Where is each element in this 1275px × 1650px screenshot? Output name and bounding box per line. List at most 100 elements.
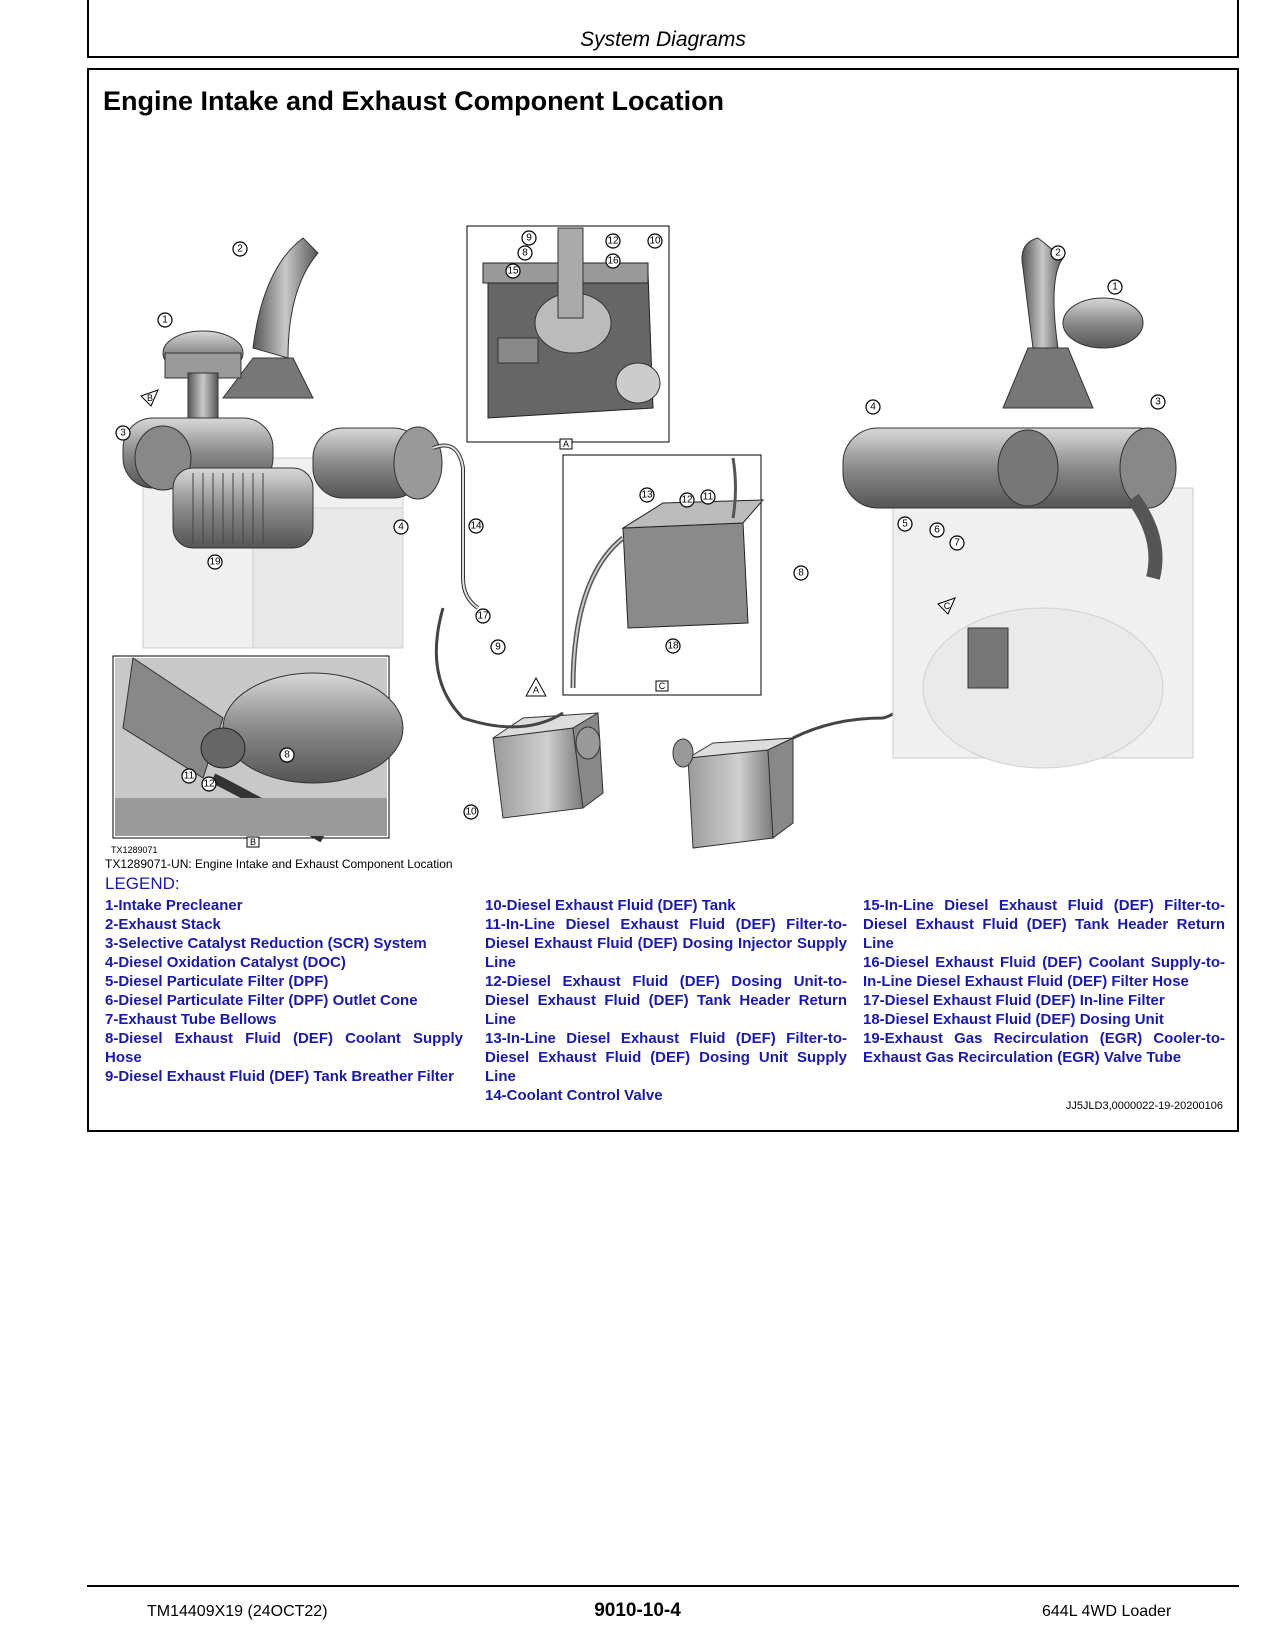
right-def-tank [672, 737, 794, 849]
legend-item: 7-Exhaust Tube Bellows [105, 1011, 277, 1028]
svg-text:16: 16 [607, 256, 619, 267]
callout-1-right: 1 [1107, 279, 1123, 295]
callout-11-c: 11 [700, 489, 716, 505]
svg-text:10: 10 [465, 807, 477, 818]
view-marker-c: C [937, 597, 956, 615]
svg-text:7: 7 [954, 538, 960, 549]
legend-column-3: 15-In-Line Diesel Exhaust Fluid (DEF) Fi… [863, 896, 1225, 1067]
figure-image-id: TX1289071 [111, 845, 158, 855]
svg-text:A: A [563, 439, 569, 449]
view-c-inset [562, 454, 765, 696]
svg-text:6: 6 [934, 525, 940, 536]
callout-12-a: 12 [605, 233, 621, 249]
svg-text:8: 8 [798, 568, 804, 579]
svg-text:A: A [533, 685, 539, 695]
svg-text:4: 4 [398, 522, 404, 533]
callout-17: 17 [475, 608, 491, 624]
left-def-tank [492, 712, 604, 819]
svg-text:12: 12 [681, 495, 693, 506]
svg-text:1: 1 [1112, 282, 1118, 293]
content-box: Engine Intake and Exhaust Component Loca… [87, 68, 1239, 1132]
figure-caption: TX1289071-UN: Engine Intake and Exhaust … [105, 857, 453, 871]
svg-text:11: 11 [184, 771, 195, 782]
svg-text:11: 11 [703, 492, 714, 503]
legend-item: 14-Coolant Control Valve [485, 1087, 663, 1104]
engine-diagram-illustration: 1 2 3 4 19 14 17 9 10 9 8 15 12 16 10 13… [111, 225, 1194, 855]
legend-item: 3-Selective Catalyst Reduction (SCR) Sys… [105, 935, 427, 952]
svg-text:13: 13 [641, 490, 653, 501]
legend-item: 12-Diesel Exhaust Fluid (DEF) Dosing Uni… [485, 973, 847, 1028]
svg-text:C: C [659, 681, 666, 691]
view-a-inset [466, 225, 670, 443]
callout-8-a: 8 [517, 245, 533, 261]
callout-18-c: 18 [665, 638, 681, 654]
svg-text:5: 5 [902, 519, 908, 530]
legend-column-2: 10-Diesel Exhaust Fluid (DEF) Tank 11-In… [485, 896, 847, 1105]
callout-9-left: 9 [490, 639, 506, 655]
left-engine-assembly [122, 237, 480, 649]
callout-7: 7 [949, 535, 965, 551]
svg-text:12: 12 [607, 236, 619, 247]
svg-text:9: 9 [495, 642, 501, 653]
view-tag-c: C [655, 680, 669, 692]
callout-2-right: 2 [1050, 245, 1066, 261]
callout-1-left: 1 [157, 312, 173, 328]
svg-text:8: 8 [284, 750, 290, 761]
view-marker-b: B [140, 389, 159, 407]
svg-text:3: 3 [1155, 397, 1161, 408]
callout-12-c: 12 [679, 492, 695, 508]
svg-text:14: 14 [470, 521, 482, 532]
callout-4-right: 4 [865, 399, 881, 415]
view-marker-a: A [525, 676, 547, 697]
view-tag-b: B [246, 836, 260, 848]
view-b-inset [112, 655, 404, 843]
legend-item: 17-Diesel Exhaust Fluid (DEF) In-line Fi… [863, 992, 1165, 1009]
legend-item: 15-In-Line Diesel Exhaust Fluid (DEF) Fi… [863, 897, 1225, 952]
callout-10-tank: 10 [463, 804, 479, 820]
legend-item: 19-Exhaust Gas Recirculation (EGR) Coole… [863, 1030, 1225, 1066]
page-title: Engine Intake and Exhaust Component Loca… [103, 86, 725, 116]
svg-text:8: 8 [522, 248, 528, 259]
legend-item: 2-Exhaust Stack [105, 916, 221, 933]
callout-12-b: 12 [201, 776, 217, 792]
section-title: System Diagrams [580, 28, 746, 51]
callout-4-left: 4 [393, 519, 409, 535]
legend-label: LEGEND: [105, 874, 180, 893]
callout-6: 6 [929, 522, 945, 538]
svg-text:B: B [147, 393, 153, 403]
legend-item: 18-Diesel Exhaust Fluid (DEF) Dosing Uni… [863, 1011, 1164, 1028]
legend-column-1: 1-Intake Precleaner 2-Exhaust Stack 3-Se… [105, 896, 463, 1086]
component-location-figure: 1 2 3 4 19 14 17 9 10 9 8 15 12 16 10 13… [103, 158, 1223, 928]
svg-text:9: 9 [526, 233, 532, 244]
svg-text:10: 10 [649, 236, 661, 247]
view-tag-a: A [559, 438, 573, 450]
callout-3-right: 3 [1150, 394, 1166, 410]
svg-text:B: B [250, 837, 256, 847]
callout-10-a: 10 [647, 233, 663, 249]
legend-item: 1-Intake Precleaner [105, 897, 243, 914]
svg-text:18: 18 [667, 641, 679, 652]
callout-5: 5 [897, 516, 913, 532]
footer-divider [87, 1585, 1239, 1587]
page-header: System Diagrams [87, 0, 1239, 58]
legend-item: 10-Diesel Exhaust Fluid (DEF) Tank [485, 897, 736, 914]
footer-model: 644L 4WD Loader [1042, 1603, 1172, 1620]
callout-8-right: 8 [793, 565, 809, 581]
legend-item: 8-Diesel Exhaust Fluid (DEF) Coolant Sup… [105, 1030, 463, 1066]
svg-text:15: 15 [507, 266, 519, 277]
footer-doc-number: TM14409X19 (24OCT22) [147, 1603, 328, 1620]
svg-text:2: 2 [237, 244, 243, 255]
callout-11-b: 11 [181, 768, 197, 784]
legend-item: 4-Diesel Oxidation Catalyst (DOC) [105, 954, 346, 971]
right-engine-assembly [842, 237, 1194, 769]
callout-3-left: 3 [115, 425, 131, 441]
callout-8-b: 8 [279, 747, 295, 763]
callout-13-c: 13 [639, 487, 655, 503]
reference-code: JJ5JLD3,0000022-19-20200106 [1065, 1100, 1223, 1112]
legend-item: 13-In-Line Diesel Exhaust Fluid (DEF) Fi… [485, 1030, 847, 1085]
callout-19: 19 [207, 554, 223, 570]
svg-text:19: 19 [209, 557, 221, 568]
callout-9-a: 9 [521, 230, 537, 246]
svg-text:4: 4 [870, 402, 876, 413]
svg-text:2: 2 [1055, 248, 1061, 259]
